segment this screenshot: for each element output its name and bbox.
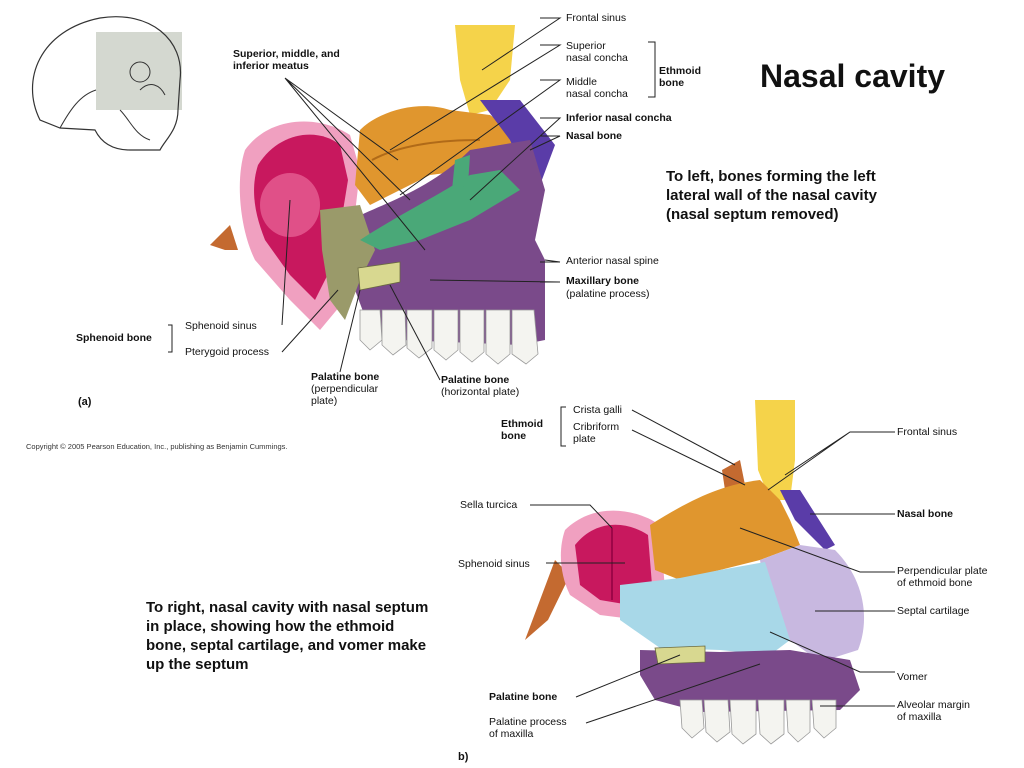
description-right-line: bone, septal cartilage, and vomer make — [146, 637, 427, 654]
label-line: Palatine process — [489, 716, 567, 728]
description-left-line: To left, bones forming the left — [666, 168, 876, 185]
label-line: nasal concha — [566, 52, 628, 64]
label-a-maxillary-bone: Maxillary bone — [566, 275, 639, 287]
label-b-vomer: Vomer — [897, 671, 928, 683]
description-right-line: up the septum — [146, 656, 249, 673]
skull-thumbnail — [31, 16, 182, 151]
label-line: Palatine bone — [441, 374, 510, 386]
label-line: Superior, middle, and — [233, 48, 340, 60]
label-a-sphenoid-bone: Sphenoid bone — [76, 332, 152, 344]
label-b-perpendicular-plate: Perpendicular plate of ethmoid bone — [897, 565, 987, 589]
description-right-line: To right, nasal cavity with nasal septum — [146, 599, 429, 616]
label-line: Superior — [566, 40, 606, 52]
label-b-sella-turcica: Sella turcica — [460, 499, 518, 511]
label-a-superior-concha: Superior nasal concha — [566, 40, 628, 64]
description-right-line: in place, showing how the ethmoid — [146, 618, 395, 635]
label-b-palatine-bone: Palatine bone — [489, 691, 558, 703]
label-line: of ethmoid bone — [897, 577, 973, 589]
label-a-pterygoid: Pterygoid process — [185, 346, 270, 358]
label-line: of maxilla — [897, 711, 942, 723]
label-b-ethmoid-bone: Ethmoid bone — [501, 418, 543, 442]
label-a-inferior-concha: Inferior nasal concha — [566, 112, 672, 124]
label-line: Cribriform — [573, 421, 620, 433]
label-line: (horizontal plate) — [441, 386, 520, 398]
label-line: bone — [501, 430, 527, 442]
label-line: nasal concha — [566, 88, 628, 100]
copyright-notice: Copyright © 2005 Pearson Education, Inc.… — [26, 442, 288, 451]
label-a-ethmoid-bone: Ethmoid bone — [659, 65, 701, 89]
label-a-anterior-spine: Anterior nasal spine — [566, 255, 659, 267]
label-line: Alveolar margin — [897, 699, 970, 711]
label-line: Perpendicular plate — [897, 565, 988, 577]
label-a-frontal-sinus: Frontal sinus — [566, 12, 627, 24]
panel-b-tag: b) — [458, 751, 469, 763]
label-line: Palatine bone — [311, 371, 380, 383]
label-b-sphenoid-sinus: Sphenoid sinus — [458, 558, 530, 570]
label-line: Ethmoid — [501, 418, 543, 430]
label-line: Ethmoid — [659, 65, 701, 77]
description-left-line: (nasal septum removed) — [666, 206, 839, 223]
label-a-nasal-bone: Nasal bone — [566, 130, 623, 142]
label-a-palatine-process: (palatine process) — [566, 288, 650, 300]
label-a-sphenoid-sinus: Sphenoid sinus — [185, 320, 257, 332]
label-b-frontal-sinus: Frontal sinus — [897, 426, 958, 438]
label-b-cribriform: Cribriform plate — [573, 421, 619, 445]
label-a-palatine-horizontal: Palatine bone (horizontal plate) — [441, 374, 519, 398]
label-b-palatine-process: Palatine process of maxilla — [489, 716, 567, 740]
description-left-line: lateral wall of the nasal cavity — [666, 187, 877, 204]
label-line: plate — [573, 433, 596, 445]
label-line: Middle — [566, 76, 597, 88]
label-b-nasal-bone: Nasal bone — [897, 508, 954, 520]
septum-illustration — [525, 400, 895, 745]
description-left: To left, bones forming the left lateral … — [666, 167, 877, 224]
lateral-wall-illustration — [168, 17, 656, 381]
label-line: inferior meatus — [233, 60, 309, 72]
panel-a-tag: (a) — [78, 396, 92, 408]
label-a-middle-concha: Middle nasal concha — [566, 76, 628, 100]
label-b-septal-cartilage: Septal cartilage — [897, 605, 970, 617]
label-line: bone — [659, 77, 685, 89]
description-right: To right, nasal cavity with nasal septum… — [146, 598, 428, 674]
label-line: plate) — [311, 395, 338, 407]
label-line: of maxilla — [489, 728, 534, 740]
label-b-alveolar-margin: Alveolar margin of maxilla — [897, 699, 970, 723]
page-title: Nasal cavity — [760, 58, 946, 94]
label-line: (perpendicular — [311, 383, 379, 395]
label-a-meatus: Superior, middle, and inferior meatus — [233, 48, 340, 72]
label-b-crista-galli: Crista galli — [573, 404, 623, 416]
label-a-palatine-perpendicular: Palatine bone (perpendicular plate) — [311, 371, 379, 407]
